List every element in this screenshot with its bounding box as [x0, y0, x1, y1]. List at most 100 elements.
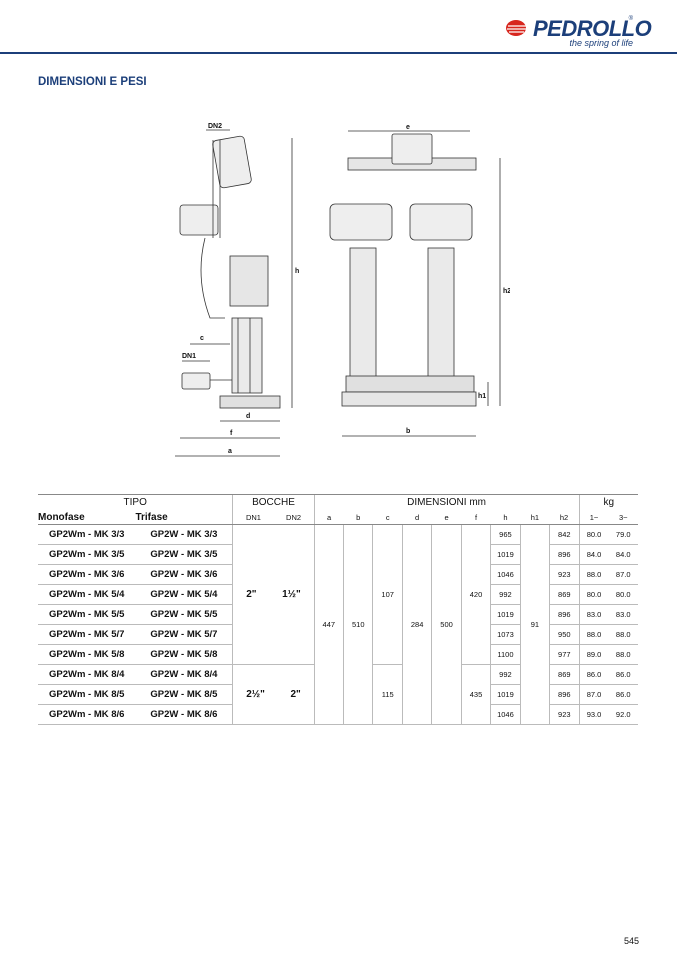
- dim-h: 992: [490, 584, 521, 605]
- model-monofase: GP2Wm - MK 3/3: [38, 524, 136, 545]
- label-dn1: DN1: [182, 353, 196, 360]
- label-h1: h1: [478, 393, 486, 400]
- table-row: GP2Wm - MK 5/5 GP2W - MK 5/5 1019 896 83…: [38, 604, 638, 625]
- table-row: GP2Wm - MK 5/4 GP2W - MK 5/4 992 869 80.…: [38, 584, 638, 605]
- kg-monofase: 80.0: [578, 524, 609, 545]
- section-title: DIMENSIONI E PESI: [38, 76, 147, 88]
- table-row: GP2Wm - MK 3/6 GP2W - MK 3/6 1046 923 88…: [38, 564, 638, 585]
- model-monofase: GP2Wm - MK 3/5: [38, 544, 136, 565]
- model-monofase: GP2Wm - MK 8/4: [38, 664, 136, 685]
- model-monofase: GP2Wm - MK 5/5: [38, 604, 136, 625]
- label-h: h: [295, 268, 299, 275]
- dim-h: 1046: [490, 704, 521, 725]
- kg-trifase: 87.0: [608, 564, 638, 585]
- header-monofase: Monofase: [38, 510, 136, 525]
- label-a: a: [228, 448, 232, 455]
- kg-trifase: 83.0: [608, 604, 638, 625]
- model-monofase: GP2Wm - MK 8/5: [38, 684, 136, 705]
- model-trifase: GP2W - MK 8/4: [135, 664, 233, 685]
- kg-trifase: 88.0: [608, 644, 638, 665]
- dim-f: 435: [461, 664, 492, 725]
- dim-h2: 842: [549, 524, 580, 545]
- kg-trifase: 92.0: [608, 704, 638, 725]
- dn1-value: 2½": [246, 689, 265, 700]
- header-bocche: BOCCHE: [232, 494, 315, 510]
- pedrollo-drop-icon: [506, 20, 527, 36]
- model-trifase: GP2W - MK 3/5: [135, 544, 233, 565]
- model-monofase: GP2Wm - MK 5/8: [38, 644, 136, 665]
- model-trifase: GP2W - MK 3/6: [135, 564, 233, 585]
- page-number: 545: [623, 936, 639, 946]
- header-c: c: [372, 510, 403, 525]
- dim-h2: 869: [549, 664, 580, 685]
- dim-c: 107: [372, 524, 403, 665]
- header-f: f: [461, 510, 491, 525]
- kg-trifase: 86.0: [608, 684, 638, 705]
- registered-mark: ®: [628, 16, 633, 22]
- label-dn2: DN2: [208, 123, 222, 130]
- table-row: GP2Wm - MK 8/6 GP2W - MK 8/6 1046 923 93…: [38, 704, 638, 725]
- header-dn1: DN1: [232, 510, 274, 525]
- dim-h1: 91: [519, 524, 551, 725]
- header-dimensioni: DIMENSIONI mm: [313, 494, 580, 510]
- table-row: GP2Wm - MK 3/5 GP2W - MK 3/5 1019 896 84…: [38, 544, 638, 565]
- dim-h: 1019: [490, 604, 521, 625]
- header-kg1: 1~: [578, 510, 609, 525]
- kg-monofase: 84.0: [578, 544, 609, 565]
- label-d: d: [246, 413, 250, 420]
- label-h2: h2: [503, 288, 510, 295]
- dim-h2: 869: [549, 584, 580, 605]
- dim-h: 1073: [490, 624, 521, 645]
- bocche-group-b: 2½" 2": [232, 664, 315, 725]
- header-dn2: DN2: [273, 510, 315, 525]
- dim-f: 420: [461, 524, 492, 665]
- header-rule: [0, 52, 677, 54]
- brand-tagline: the spring of life: [569, 38, 633, 48]
- dimensions-table: TIPO BOCCHE DIMENSIONI mm kg Monofase Tr…: [38, 494, 638, 725]
- header-h1: h1: [520, 510, 550, 525]
- kg-monofase: 89.0: [578, 644, 609, 665]
- table-row: GP2Wm - MK 8/4 GP2W - MK 8/4 2½" 2" 115 …: [38, 664, 638, 725]
- dim-a: 447: [314, 524, 345, 725]
- kg-monofase: 86.0: [578, 664, 609, 685]
- dim-h2: 950: [549, 624, 580, 645]
- dim-h: 992: [490, 664, 521, 685]
- header-d: d: [402, 510, 432, 525]
- header-tipo: TIPO: [38, 494, 233, 510]
- header-e: e: [431, 510, 462, 525]
- table-row: GP2Wm - MK 5/7 GP2W - MK 5/7 1073 950 88…: [38, 624, 638, 645]
- model-trifase: GP2W - MK 5/7: [135, 624, 233, 645]
- model-monofase: GP2Wm - MK 5/4: [38, 584, 136, 605]
- label-c: c: [200, 335, 204, 342]
- header-a: a: [313, 510, 344, 525]
- kg-monofase: 83.0: [578, 604, 609, 625]
- dim-h2: 896: [549, 544, 580, 565]
- kg-monofase: 88.0: [578, 564, 609, 585]
- dim-b: 510: [343, 524, 374, 725]
- header-h2: h2: [549, 510, 580, 525]
- label-f: f: [230, 430, 233, 437]
- dim-h: 965: [490, 524, 521, 545]
- pedrollo-logo: PEDROLLO ® the spring of life: [505, 14, 652, 48]
- model-trifase: GP2W - MK 5/5: [135, 604, 233, 625]
- bocche-group-a: 2" 1½": [232, 524, 315, 665]
- dn2-value: 1½": [282, 589, 301, 600]
- kg-trifase: 88.0: [608, 624, 638, 645]
- label-e: e: [406, 124, 410, 131]
- header-kg3: 3~: [608, 510, 638, 525]
- table-row: GP2Wm - MK 3/3 GP2W - MK 3/3 2" 1½" 447 …: [38, 524, 638, 725]
- kg-monofase: 80.0: [578, 584, 609, 605]
- model-monofase: GP2Wm - MK 8/6: [38, 704, 136, 725]
- dim-h: 1019: [490, 684, 521, 705]
- dim-h: 1046: [490, 564, 521, 585]
- kg-trifase: 80.0: [608, 584, 638, 605]
- dim-h: 1019: [490, 544, 521, 565]
- table-row: GP2Wm - MK 5/8 GP2W - MK 5/8 1100 977 89…: [38, 644, 638, 665]
- header-kg: kg: [578, 494, 638, 510]
- dim-h2: 977: [549, 644, 580, 665]
- dn2-value: 2": [290, 689, 301, 700]
- dim-h: 1100: [490, 644, 521, 665]
- kg-monofase: 87.0: [578, 684, 609, 705]
- pump-dimension-drawing: DN2 h c DN1 d f a e h2 h1 b: [175, 123, 510, 457]
- dim-h2: 896: [549, 604, 580, 625]
